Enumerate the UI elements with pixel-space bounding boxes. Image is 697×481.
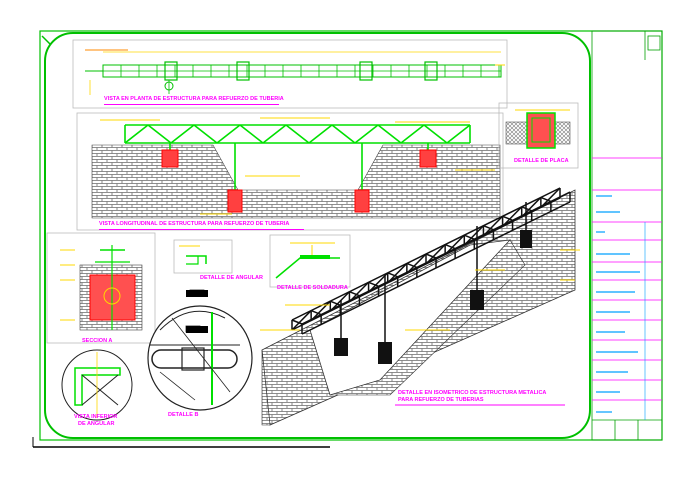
iso-cross bbox=[368, 281, 379, 287]
plan-view-title: VISTA EN PLANTA DE ESTRUCTURA PARA REFUE… bbox=[104, 96, 284, 102]
detail-b-title: DETALLE B bbox=[168, 412, 199, 418]
longitudinal-view-title: VISTA LONGITUDINAL DE ESTRUCTURA PARA RE… bbox=[99, 221, 290, 227]
iso-diagonal bbox=[444, 234, 465, 256]
iso-cross bbox=[387, 272, 398, 278]
iso-diagonal bbox=[521, 196, 542, 218]
plate-detail-title: DETALLE DE PLACA bbox=[514, 158, 569, 164]
isometric-title-line1: DETALLE EN ISOMETRICO DE ESTRUCTURA META… bbox=[398, 390, 547, 396]
truss-diagonal bbox=[423, 124, 448, 144]
plan-title-underline bbox=[104, 104, 279, 105]
angle-detail bbox=[173, 239, 233, 274]
truss-diagonal bbox=[354, 124, 379, 144]
iso-cross bbox=[310, 309, 322, 316]
truss-diagonal bbox=[193, 124, 218, 144]
iso-cross bbox=[425, 253, 437, 259]
angle-detail-title: DETALLE DE ANGULAR bbox=[200, 275, 263, 281]
title-block bbox=[591, 30, 663, 441]
iso-cross bbox=[330, 300, 341, 306]
bottom-view-title-line2: DE ANGULAR bbox=[78, 421, 115, 427]
iso-cross bbox=[540, 196, 552, 203]
truss-diagonal bbox=[124, 124, 149, 144]
iso-cross bbox=[464, 234, 475, 240]
iso-diagonal bbox=[425, 244, 446, 265]
iso-cross bbox=[349, 291, 360, 297]
iso-cross bbox=[483, 225, 494, 231]
truss-diagonal bbox=[377, 124, 402, 144]
bottom-view-angle bbox=[61, 349, 133, 421]
iso-diagonal bbox=[310, 300, 331, 322]
weld-detail bbox=[269, 234, 351, 288]
iso-cross bbox=[291, 319, 303, 325]
section-a bbox=[46, 232, 156, 344]
corner-mark bbox=[41, 35, 51, 45]
isometric-view bbox=[260, 187, 580, 426]
iso-cross bbox=[406, 262, 418, 269]
iso-diagonal bbox=[348, 281, 370, 303]
truss-diagonal bbox=[147, 124, 172, 144]
iso-cross bbox=[502, 215, 513, 221]
truss-diagonal bbox=[239, 124, 264, 144]
detail-b bbox=[147, 289, 253, 411]
plate-detail bbox=[498, 102, 579, 169]
plan-view bbox=[72, 39, 508, 109]
iso-diagonal bbox=[406, 253, 427, 274]
rounded-drawing-frame bbox=[44, 32, 591, 439]
iso-diagonal bbox=[482, 215, 504, 237]
iso-diagonal bbox=[291, 310, 312, 331]
iso-cross bbox=[444, 243, 456, 250]
truss-diagonal bbox=[285, 124, 310, 144]
bottom-view-title-line1: VISTA INFERIOR bbox=[74, 414, 118, 420]
truss-diagonal bbox=[308, 124, 333, 144]
iso-diagonal bbox=[502, 206, 523, 227]
weld-detail-title: DETALLE DE SOLDADURA bbox=[277, 285, 348, 291]
long-title-underline bbox=[99, 229, 304, 230]
iso-diagonal bbox=[463, 225, 484, 246]
truss-diagonal bbox=[170, 124, 195, 144]
iso-diagonal bbox=[329, 291, 350, 312]
truss-diagonal bbox=[446, 124, 471, 144]
truss-diagonal bbox=[400, 124, 425, 144]
longitudinal-view bbox=[76, 112, 504, 231]
iso-diagonal bbox=[540, 187, 561, 208]
truss-diagonal bbox=[216, 124, 241, 144]
truss-diagonal bbox=[331, 124, 356, 144]
section-a-title: SECCION A bbox=[82, 338, 113, 344]
iso-diagonal bbox=[387, 262, 408, 284]
truss-diagonal bbox=[262, 124, 287, 144]
isometric-title-line2: PARA REFUERZO DE TUBERIAS bbox=[398, 397, 484, 403]
